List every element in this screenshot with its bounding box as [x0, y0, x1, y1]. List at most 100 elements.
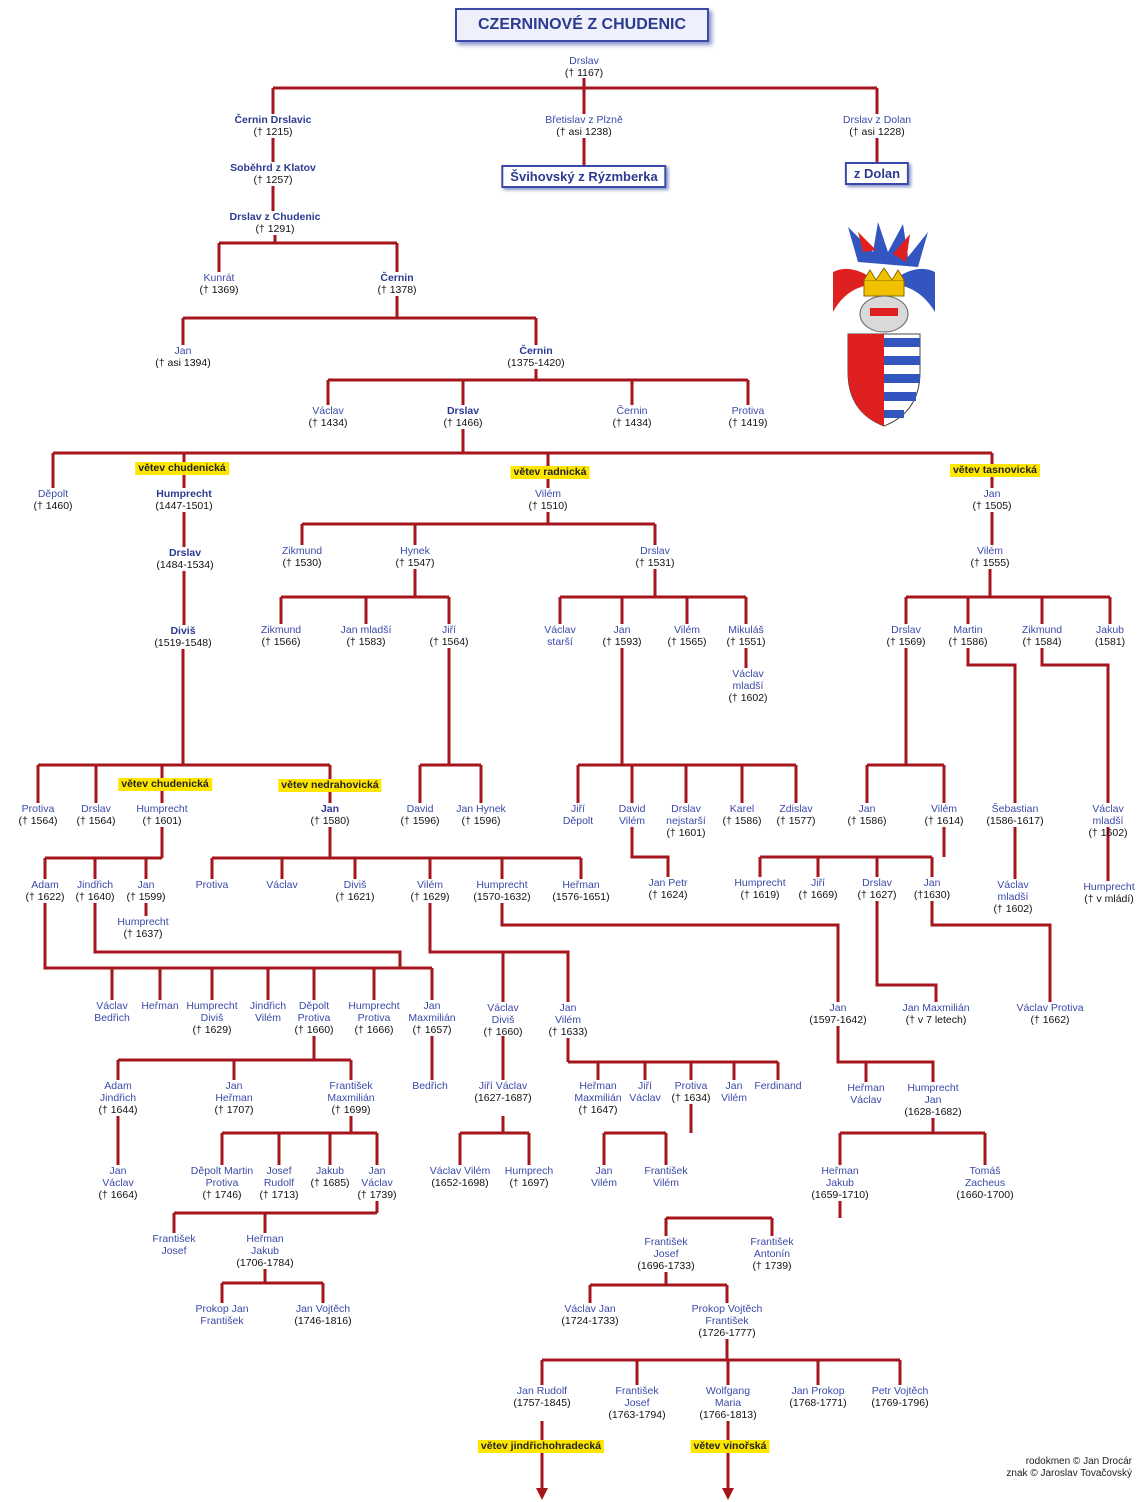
branch-label-jindrichohradecka: větev jindřichohradecká	[477, 1440, 605, 1453]
connector-line	[875, 901, 938, 1002]
branch-label-radnicka: větev radnická	[510, 466, 590, 479]
person-node: Heřman Václav	[847, 1082, 885, 1106]
connector-line	[93, 903, 402, 968]
person-node: Václav Diviš(† 1660)	[483, 1002, 523, 1038]
person-node: Jakub(† 1685)	[310, 1165, 350, 1189]
credits: rodokmen © Jan Drocár znak © Jaroslav To…	[1006, 1456, 1132, 1480]
person-node: Heřman Jakub(1706-1784)	[236, 1233, 294, 1269]
person-node: Karel(† 1586)	[722, 803, 762, 827]
person-node: Protiva(† 1419)	[728, 405, 768, 429]
person-node: Jan Václav(† 1739)	[357, 1165, 397, 1201]
person-node: Humprecht(† 1619)	[734, 877, 786, 901]
person-node: Drslav(† 1627)	[857, 877, 897, 901]
connector-line	[836, 1026, 935, 1082]
connector-line	[930, 901, 1052, 1002]
person-node: Jan Heřman(† 1707)	[214, 1080, 254, 1116]
person-node: Diviš(† 1621)	[335, 879, 375, 903]
person-node: Adam Jindřich(† 1644)	[98, 1080, 138, 1116]
person-node: Humprecht(† 1637)	[117, 916, 169, 940]
person-node: Humprecht Jan(1628-1682)	[904, 1082, 962, 1118]
person-node: Jiří(† 1669)	[798, 877, 838, 901]
person-node: Adam(† 1622)	[25, 879, 65, 903]
person-node: Václav mladší(† 1602)	[728, 668, 768, 704]
person-node: Zdislav(† 1577)	[776, 803, 816, 827]
continuation-arrow-icon	[536, 1488, 548, 1500]
person-node: Prokop Vojtěch František(1726-1777)	[691, 1303, 763, 1339]
person-node: Tomáš Zacheus(1660-1700)	[956, 1165, 1014, 1201]
person-node: Humprecht Diviš(† 1629)	[186, 1000, 238, 1036]
person-node: Heřman(1576-1651)	[552, 879, 610, 903]
person-node: Václav	[266, 879, 298, 891]
person-node: Drslav(† 1466)	[443, 405, 483, 429]
person-node: Zikmund(† 1530)	[281, 545, 323, 569]
connector-line	[630, 827, 670, 877]
person-node: Vilém(† 1629)	[410, 879, 450, 903]
person-node: David(† 1596)	[400, 803, 440, 827]
person-node: Diviš(1519-1548)	[154, 625, 212, 649]
svihovsky-box: Švihovský z Rýzmberka	[501, 165, 667, 188]
person-node: Vilém(† 1614)	[924, 803, 964, 827]
person-node: Mikuláš(† 1551)	[726, 624, 766, 648]
person-node: Jakub(1581)	[1094, 624, 1126, 648]
person-node: Humprecht(1570-1632)	[473, 879, 531, 903]
person-node: Prokop Jan František	[195, 1303, 249, 1327]
person-node: Děpolt(† 1460)	[33, 488, 73, 512]
person-node: Jan(†1630)	[913, 877, 951, 901]
person-node: Drslav(† 1569)	[886, 624, 926, 648]
coat-of-arms	[833, 222, 935, 427]
person-node: Ferdinand	[754, 1080, 802, 1092]
person-node: Václav Bedřich	[94, 1000, 130, 1024]
person-node: Hynek(† 1547)	[395, 545, 435, 569]
person-node: Jan Prokop(1768-1771)	[789, 1385, 847, 1409]
person-node: Jan Maxmilián(† 1657)	[408, 1000, 456, 1036]
person-node: Jan Hynek(† 1596)	[456, 803, 506, 827]
person-node: Vilém(† 1510)	[528, 488, 568, 512]
person-node: Protiva(† 1564)	[18, 803, 58, 827]
person-node: Černin(† 1434)	[612, 405, 652, 429]
person-node: Drslav(† 1167)	[564, 55, 604, 79]
person-node: Protiva	[195, 879, 229, 891]
person-node: Drslav(1484-1534)	[156, 547, 214, 571]
person-node: Humprecht(† v mládí)	[1083, 881, 1135, 905]
person-node: Vilém(† 1565)	[667, 624, 707, 648]
person-node: Černin Drslavic(† 1215)	[234, 114, 312, 138]
person-node: Václav Jan(1724-1733)	[561, 1303, 619, 1327]
person-node: Jan Maxmilián(† v 7 letech)	[902, 1002, 970, 1026]
person-node: Jan(1597-1642)	[809, 1002, 867, 1026]
branch-label-nedrahovicka: větev nedrahovická	[278, 779, 382, 792]
continuation-arrow-icon	[722, 1488, 734, 1500]
person-node: Drslav(† 1564)	[76, 803, 116, 827]
person-node: Jan Vilém	[720, 1080, 748, 1104]
person-node: Drslav z Chudenic(† 1291)	[229, 211, 321, 235]
person-node: Jan(† asi 1394)	[155, 345, 211, 369]
person-node: Josef Rudolf(† 1713)	[259, 1165, 299, 1201]
person-node: Jan(† 1586)	[847, 803, 887, 827]
person-node: Václav mladší(† 1602)	[993, 879, 1033, 915]
person-node: Jan Rudolf(1757-1845)	[513, 1385, 571, 1409]
person-node: Jan Václav(† 1664)	[98, 1165, 138, 1201]
connector-line	[503, 950, 570, 1002]
person-node: Jiří Václav	[629, 1080, 661, 1104]
person-node: Jan Vilém(† 1633)	[548, 1002, 588, 1038]
connector-line	[428, 903, 505, 1002]
person-node: Zikmund(† 1584)	[1021, 624, 1063, 648]
person-node: Černin(1375-1420)	[507, 345, 565, 369]
credits-line-1: rodokmen © Jan Drocár	[1025, 1456, 1132, 1467]
person-node: Jan Petr(† 1624)	[648, 877, 688, 901]
person-node: František Maxmilián(† 1699)	[327, 1080, 375, 1116]
person-node: Humprecht(1447-1501)	[155, 488, 213, 512]
person-node: Jindřich(† 1640)	[75, 879, 115, 903]
person-node: Vilém(† 1555)	[970, 545, 1010, 569]
person-node: Heřman	[141, 1000, 179, 1012]
person-node: František Vilém	[644, 1165, 688, 1189]
chart-title: CZERNINOVÉ Z CHUDENIC	[455, 8, 709, 42]
connector-line	[500, 903, 840, 1002]
person-node: Heřman Jakub(1659-1710)	[811, 1165, 869, 1201]
person-node: Šebastian(1586-1617)	[986, 803, 1044, 827]
person-node: Drslav(† 1531)	[635, 545, 675, 569]
